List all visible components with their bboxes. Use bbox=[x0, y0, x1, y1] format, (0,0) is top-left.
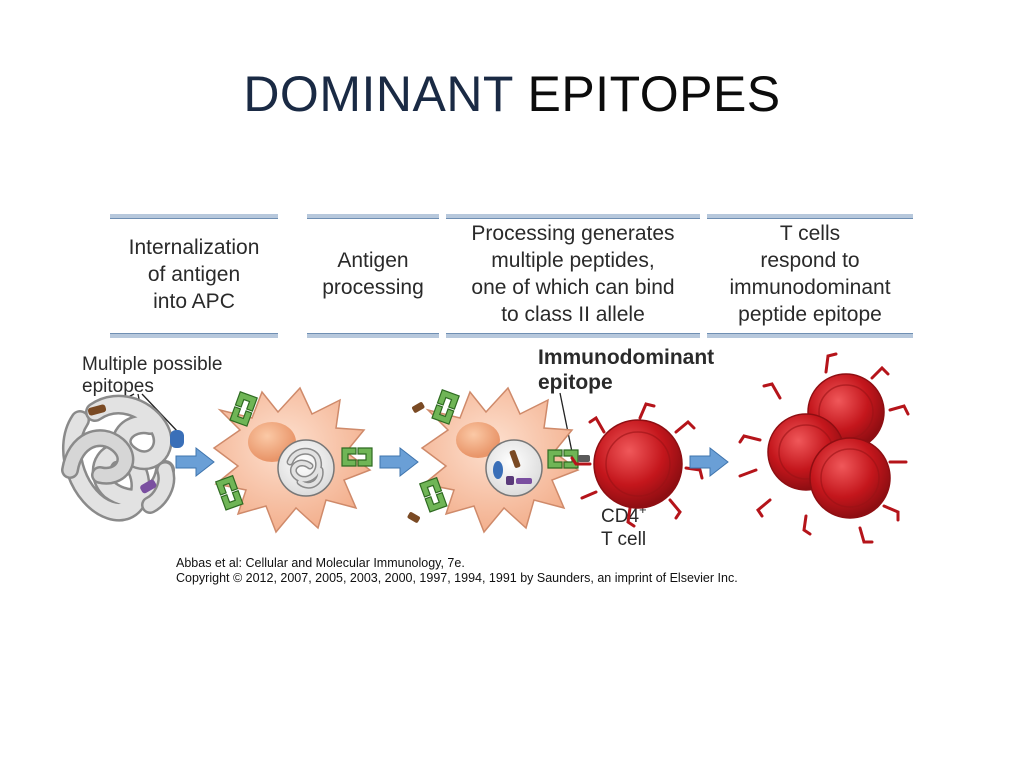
slide-title: DOMINANT EPITOPES bbox=[0, 62, 1024, 126]
stage-text-internalization: Internalization of antigen into APC bbox=[128, 235, 260, 313]
stage-box-internalization: Internalization of antigen into APC bbox=[110, 214, 278, 338]
folded-protein-antigen bbox=[61, 394, 184, 522]
label-immunodominant-epitope: epitope bbox=[538, 371, 613, 394]
proliferating-t-cells bbox=[738, 352, 910, 544]
label-epitopes: epitopes bbox=[82, 376, 154, 397]
credit-line-1: Abbas et al: Cellular and Molecular Immu… bbox=[176, 556, 465, 570]
cd4-t-cell bbox=[570, 402, 704, 528]
peptide-blue bbox=[170, 430, 184, 448]
label-multiple-possible: Multiple possible bbox=[82, 354, 222, 375]
arrow-3 bbox=[689, 447, 729, 477]
stage-box-t-cell-response: T cells respond to immunodominant peptid… bbox=[707, 214, 913, 338]
credit-line-2: Copyright © 2012, 2007, 2005, 2003, 2000… bbox=[176, 571, 738, 585]
stage-box-peptide-generation: Processing generates multiple peptides, … bbox=[446, 214, 700, 338]
label-t-cell: T cell bbox=[601, 529, 646, 550]
label-immunodominant: Immunodominant bbox=[538, 346, 714, 369]
peptide-brown bbox=[87, 404, 107, 416]
antigen-processing-diagram: Multiple possible epitopes Immunodominan… bbox=[61, 346, 910, 550]
stage-text-antigen-processing: Antigen processing bbox=[322, 249, 424, 299]
arrow-2 bbox=[379, 447, 419, 477]
title-word-dominant: DOMINANT bbox=[243, 66, 514, 122]
stage-text-t-cell-response: T cells respond to immunodominant peptid… bbox=[729, 222, 891, 326]
antigen-presenting-cell-1 bbox=[212, 386, 373, 534]
stage-box-antigen-processing: Antigen processing bbox=[307, 214, 439, 338]
arrow-1 bbox=[175, 447, 215, 477]
stage-text-peptide-generation: Processing generates multiple peptides, … bbox=[471, 222, 675, 326]
antigen-presenting-cell-2 bbox=[407, 386, 590, 534]
peptide-purple bbox=[140, 479, 157, 494]
title-word-epitopes: EPITOPES bbox=[527, 66, 781, 122]
